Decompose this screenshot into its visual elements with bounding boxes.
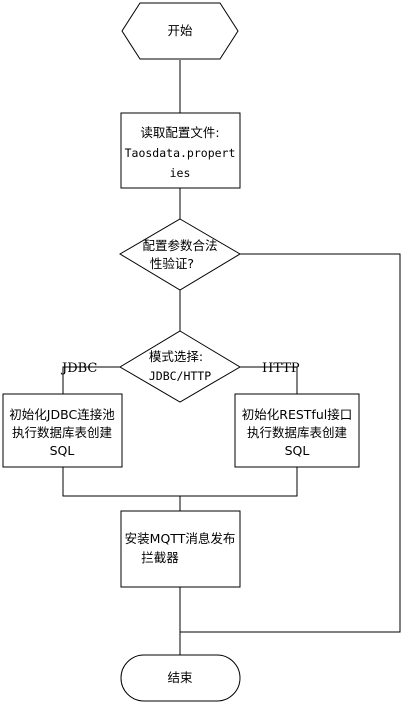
node-read-config: 读取配置文件: Taosdata.propert ies bbox=[120, 112, 241, 189]
node-install-mqtt: 安装MQTT消息发布 拦截器 bbox=[120, 510, 241, 588]
node-mode-select: 模式选择: JDBC/HTTP bbox=[119, 330, 241, 403]
jdbc-init-box bbox=[2, 393, 123, 468]
read-config-line1: 读取配置文件: bbox=[140, 125, 219, 140]
mode-select-line2: JDBC/HTTP bbox=[149, 369, 211, 383]
node-end: 结束 bbox=[120, 654, 241, 702]
install-mqtt-line1: 安装MQTT消息发布 bbox=[125, 531, 236, 546]
edge-label-jdbc: JDBC bbox=[60, 361, 97, 376]
mode-select-diamond bbox=[119, 330, 241, 403]
install-mqtt-box bbox=[120, 510, 241, 588]
connectors bbox=[62, 60, 401, 655]
validate-line2: 性验证? bbox=[150, 256, 194, 271]
install-mqtt-line2: 拦截器 bbox=[141, 550, 179, 565]
jdbc-init-line3: SQL bbox=[50, 443, 75, 458]
read-config-box bbox=[120, 112, 241, 189]
jdbc-init-line1: 初始化JDBC连接池 bbox=[9, 407, 115, 422]
end-shape bbox=[120, 654, 241, 702]
start-label: 开始 bbox=[167, 23, 193, 38]
restful-init-line3: SQL bbox=[285, 443, 310, 458]
restful-init-line1: 初始化RESTful接口 bbox=[242, 407, 352, 422]
read-config-line2: Taosdata.propert bbox=[125, 146, 236, 160]
end-label: 结束 bbox=[167, 670, 193, 685]
restful-init-line2: 执行数据库表创建 bbox=[247, 425, 348, 440]
jdbc-init-line2: 执行数据库表创建 bbox=[12, 425, 113, 440]
node-jdbc-init: 初始化JDBC连接池 执行数据库表创建 SQL bbox=[2, 393, 123, 468]
node-restful-init: 初始化RESTful接口 执行数据库表创建 SQL bbox=[234, 393, 360, 468]
edge-mode-to-jdbc bbox=[62, 366, 120, 394]
validate-line1: 配置参数合法 bbox=[142, 238, 217, 253]
edge-jdbc-merge bbox=[62, 467, 298, 497]
edge-mode-to-http bbox=[240, 366, 298, 394]
validate-diamond bbox=[119, 218, 241, 291]
edge-validate-fail-to-end bbox=[180, 253, 401, 633]
edge-label-http: HTTP bbox=[262, 361, 300, 376]
node-validate: 配置参数合法 性验证? bbox=[119, 218, 241, 291]
start-shape bbox=[121, 2, 239, 60]
mode-select-line1: 模式选择: bbox=[149, 349, 203, 364]
restful-init-box bbox=[234, 393, 360, 468]
read-config-line3: ies bbox=[170, 166, 191, 180]
node-start: 开始 bbox=[121, 2, 239, 60]
